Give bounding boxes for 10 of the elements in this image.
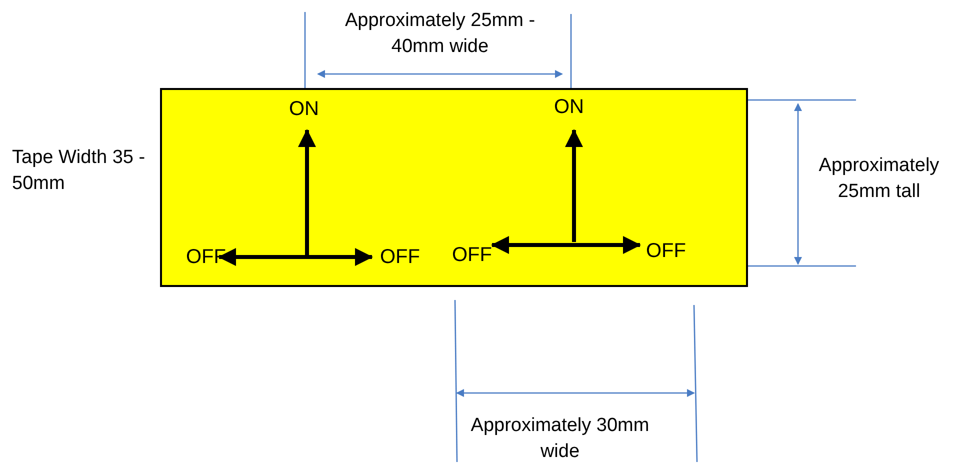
dimension-label: Approximately 25mm tall: [818, 154, 940, 204]
switch-position-label: OFF: [380, 245, 420, 270]
dimension-label: Approximately 30mm wide: [470, 414, 650, 464]
switch-position-label: ON: [289, 97, 319, 122]
switch-position-label: OFF: [452, 243, 492, 268]
dimension-label: Approximately 25mm - 40mm wide: [344, 9, 536, 59]
switch-position-label: ON: [554, 95, 584, 120]
tape-width-note: Tape Width 35 - 50mm: [12, 146, 146, 196]
switch-position-label: OFF: [646, 239, 686, 264]
tape-label-box: [160, 88, 748, 287]
